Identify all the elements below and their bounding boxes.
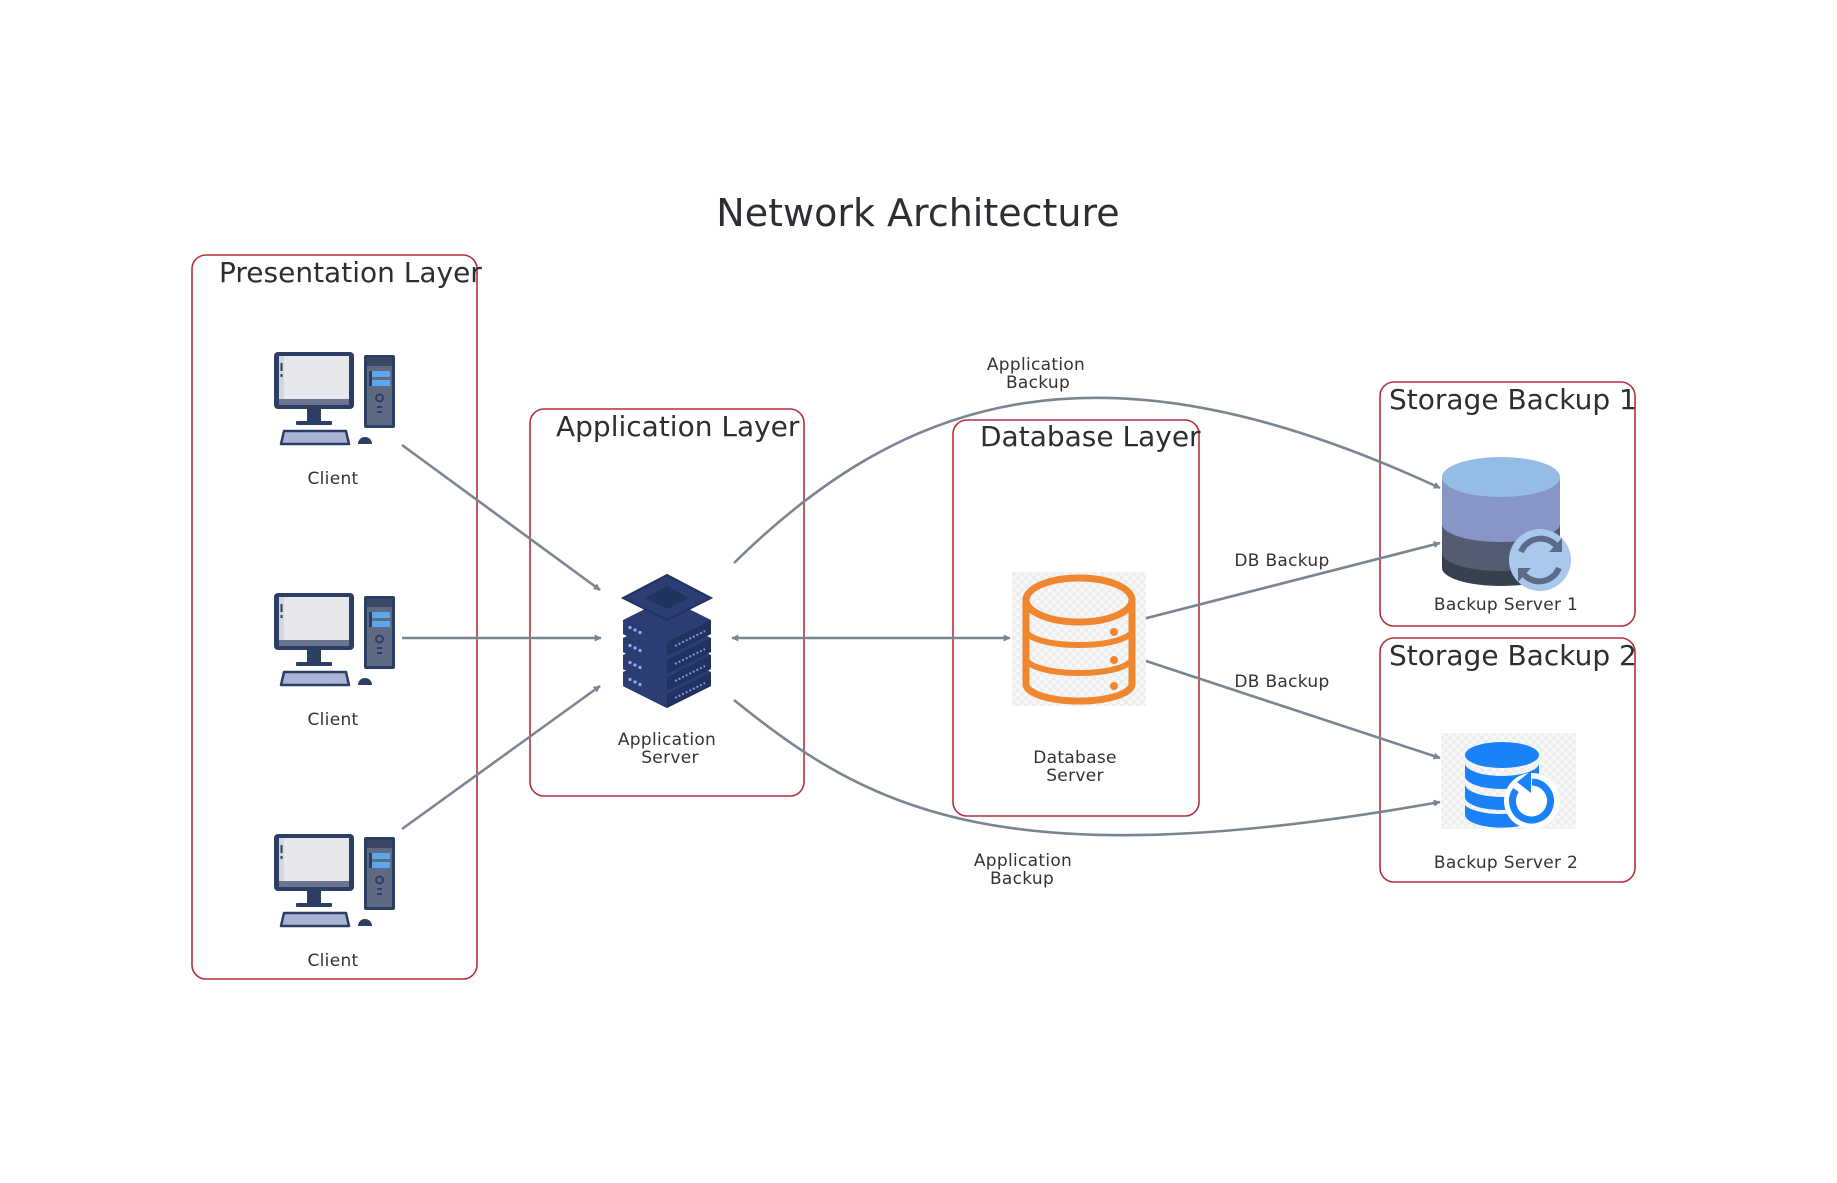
group-database-layer	[952, 419, 1200, 817]
db-server-label-line1: Database	[1033, 748, 1117, 768]
application-server-node[interactable]: Application Server	[618, 573, 716, 768]
group-presentation-layer	[191, 254, 478, 980]
database-sync-icon	[1442, 457, 1571, 591]
backup2-label: Backup Server 2	[1434, 853, 1578, 873]
edge-label-app-backup-bottom-line1: Application	[974, 851, 1072, 871]
backup-server-1-node[interactable]: Backup Server 1	[1434, 457, 1578, 615]
edge-label-app-backup-bottom-line2: Backup	[990, 869, 1054, 889]
edge-label-db-backup-1: DB Backup	[1234, 551, 1329, 571]
desktop-computer-icon	[272, 591, 397, 687]
database-icon	[1012, 572, 1146, 706]
group-title-storage2: Storage Backup 2	[1389, 639, 1637, 672]
database-server-node[interactable]: Database Server	[1012, 572, 1146, 786]
edge-app-backup-bottom	[733, 698, 1441, 837]
client-node-2[interactable]: Client	[272, 591, 397, 730]
desktop-computer-icon	[272, 832, 397, 928]
edge-db-backup-1	[1142, 541, 1441, 621]
app-server-label-line2: Server	[641, 748, 699, 768]
db-server-label-line2: Server	[1046, 766, 1104, 786]
group-title-storage1: Storage Backup 1	[1389, 383, 1637, 416]
edge-db-backup-2	[1142, 658, 1441, 760]
edge-label-db-backup-2: DB Backup	[1234, 672, 1329, 692]
diagram-title: Network Architecture	[716, 191, 1119, 235]
group-storage-backup-2	[1379, 637, 1636, 883]
edge-app-backup-top	[733, 396, 1441, 564]
backup-server-2-node[interactable]: Backup Server 2	[1434, 733, 1578, 873]
client-label-1: Client	[307, 469, 358, 489]
group-title-database: Database Layer	[980, 420, 1201, 453]
backup1-label: Backup Server 1	[1434, 595, 1578, 615]
client-label-3: Client	[307, 951, 358, 971]
edge-label-app-backup-top-line2: Backup	[1006, 373, 1070, 393]
desktop-computer-icon	[272, 350, 397, 446]
group-title-presentation: Presentation Layer	[219, 256, 482, 289]
client-label-2: Client	[307, 710, 358, 730]
group-storage-backup-1	[1379, 381, 1636, 627]
edge-label-app-backup-top-line1: Application	[987, 355, 1085, 375]
group-application-layer	[529, 408, 805, 797]
database-restore-icon	[1441, 733, 1576, 829]
edge-client1-to-app	[401, 443, 601, 592]
edge-client3-to-app	[401, 684, 601, 831]
client-node-1[interactable]: Client	[272, 350, 397, 489]
app-server-label-line1: Application	[618, 730, 716, 750]
server-stack-icon	[620, 573, 714, 709]
group-title-application: Application Layer	[556, 410, 800, 443]
client-node-3[interactable]: Client	[272, 832, 397, 971]
